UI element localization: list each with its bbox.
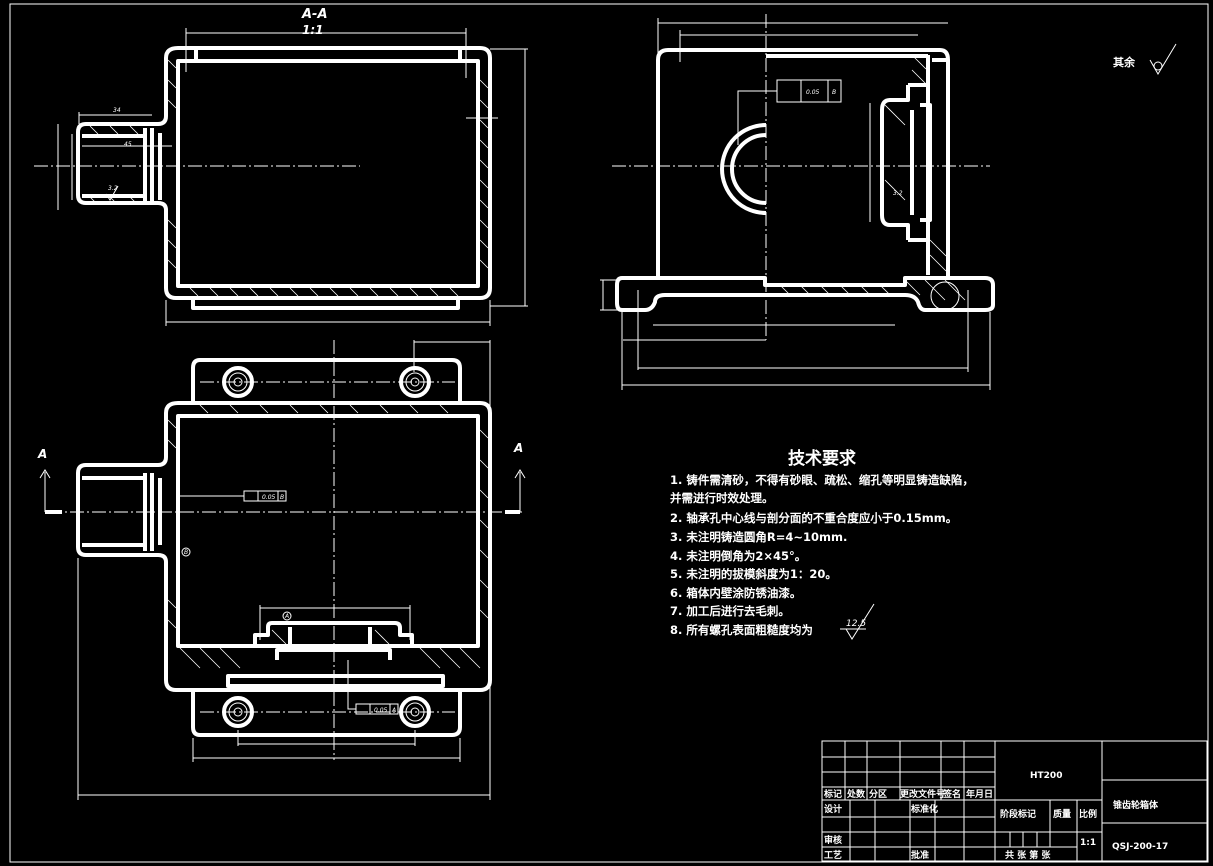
section-view-a-a: A-A 1:1 34 45 3.2 bbox=[34, 7, 528, 326]
part-name: 锥齿轮箱体 bbox=[1113, 799, 1159, 811]
tech-req-item: 2. 轴承孔中心线与剖分面的不重合度应小于0.15mm。 bbox=[670, 511, 957, 525]
section-title: A-A bbox=[301, 7, 328, 22]
tech-req-item: 3. 未注明铸造圆角R=4~10mm. bbox=[670, 530, 847, 544]
weight-label: 质量 bbox=[1053, 808, 1071, 820]
header-cell: 签名 bbox=[942, 788, 961, 800]
tech-req-item: 4. 未注明倒角为2×45°。 bbox=[670, 549, 806, 563]
ratio-label: 比例 bbox=[1079, 808, 1097, 820]
tolerance-value: 0.05 bbox=[806, 89, 820, 96]
header-cell: 标记 bbox=[823, 788, 842, 800]
design-label: 设计 bbox=[824, 803, 842, 815]
roughness-note: 其余 bbox=[1113, 43, 1177, 75]
stage-mark-label: 阶段标记 bbox=[1000, 808, 1036, 820]
header-cell: 更改文件号 bbox=[900, 788, 945, 800]
header-cell: 年月日 bbox=[966, 788, 993, 800]
tech-req-item: 8. 所有螺孔表面粗糙度均为 bbox=[670, 623, 813, 637]
material: HT200 bbox=[1030, 771, 1062, 781]
approve-label: 批准 bbox=[911, 849, 929, 861]
section-mark-right: A bbox=[513, 441, 523, 455]
datum-label-a: A bbox=[284, 613, 289, 620]
tech-req-item: 5. 未注明的拔模斜度为1：20。 bbox=[670, 567, 837, 581]
section-mark-left: A bbox=[37, 447, 47, 461]
drawing-number: QSJ-200-17 bbox=[1112, 842, 1168, 852]
tolerance-datum: B bbox=[280, 494, 284, 501]
tech-req-item: 7. 加工后进行去毛刺。 bbox=[670, 604, 790, 618]
roughness-symbol-icon bbox=[1149, 43, 1177, 75]
tech-req-title: 技术要求 bbox=[788, 448, 856, 469]
roughness-label: 3.2 bbox=[108, 185, 118, 192]
top-view: A A 0.05 B 0.05 A A B bbox=[37, 340, 526, 800]
section-scale: 1:1 bbox=[302, 23, 324, 37]
tolerance-value: 0.05 bbox=[374, 707, 388, 714]
datum-label-b: B bbox=[184, 549, 188, 556]
roughness-label: 3.2 bbox=[893, 190, 903, 197]
technical-requirements: 技术要求 1. 铸件需清砂，不得有砂眼、疏松、缩孔等明显铸造缺陷， 并需进行时效… bbox=[670, 448, 974, 640]
tech-req-item: 1. 铸件需清砂，不得有砂眼、疏松、缩孔等明显铸造缺陷， bbox=[670, 473, 974, 487]
side-view: 0.05 B 3.2 bbox=[600, 14, 995, 390]
header-cell: 处数 bbox=[846, 788, 866, 800]
roughness-note-label: 其余 bbox=[1113, 55, 1136, 69]
bolt-holes bbox=[222, 366, 431, 728]
roughness-symbol-icon bbox=[840, 603, 875, 640]
tolerance-datum: B bbox=[832, 89, 836, 96]
title-block: 标记 处数 分区 更改文件号 签名 年月日 设计 标准化 审核 工艺 批准 阶段… bbox=[821, 740, 1208, 862]
header-cell: 分区 bbox=[869, 788, 887, 800]
tolerance-datum: A bbox=[391, 707, 396, 714]
standardization-label: 标准化 bbox=[910, 803, 938, 815]
dimension-label: 34 bbox=[113, 107, 121, 114]
tolerance-value: 0.05 bbox=[262, 494, 276, 501]
roughness-value: 12.5 bbox=[846, 619, 866, 629]
ratio-value: 1:1 bbox=[1080, 838, 1096, 848]
dimension-label: 45 bbox=[124, 141, 132, 148]
process-label: 工艺 bbox=[824, 849, 842, 861]
tech-req-item: 并需进行时效处理。 bbox=[670, 491, 774, 505]
sheets-label: 共 张 第 张 bbox=[1005, 849, 1051, 861]
drawing-frame bbox=[9, 3, 1209, 863]
tech-req-item: 6. 箱体内壁涂防锈油漆。 bbox=[670, 586, 801, 600]
review-label: 审核 bbox=[824, 834, 842, 846]
